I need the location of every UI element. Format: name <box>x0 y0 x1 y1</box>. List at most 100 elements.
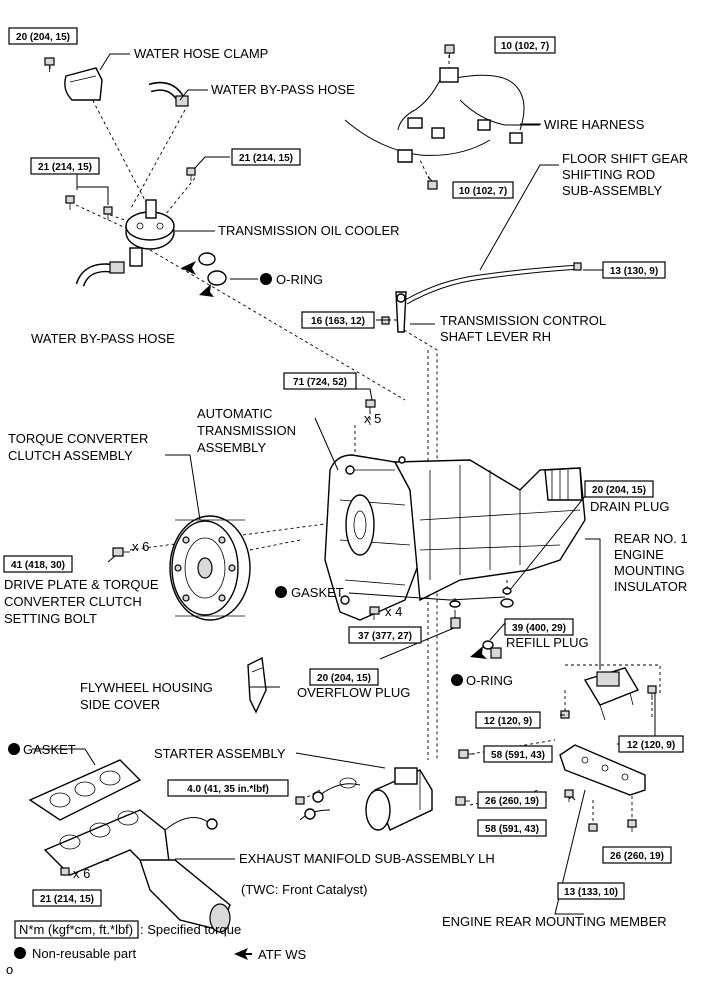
legend-atf-text: ATF WS <box>258 947 306 962</box>
svg-text:26 (260, 19): 26 (260, 19) <box>485 796 539 807</box>
torque-clamp-bolt: 20 (204, 15) <box>8 27 78 45</box>
label-floor-shift-3: SUB-ASSEMBLY <box>562 183 663 198</box>
refill-plug-icon <box>482 640 502 659</box>
svg-text:4.0 (41, 35 in.*lbf): 4.0 (41, 35 in.*lbf) <box>187 784 269 795</box>
label-flywheel-2: SIDE COVER <box>80 697 160 712</box>
label-exhaust-manifold: EXHAUST MANIFOLD SUB-ASSEMBLY LH <box>239 851 495 866</box>
insulator-bolt-right-icon <box>647 685 657 700</box>
legend: N*m (kgf*cm, ft.*lbf) : Specified torque… <box>6 920 306 977</box>
gasket-mid-icon <box>449 600 461 608</box>
atf-arrow-icon <box>234 948 248 960</box>
wire-nut-icon <box>295 796 305 805</box>
torque-harness-bottom: 10 (102, 7) <box>452 181 514 199</box>
label-rear-no1-1: REAR NO. 1 <box>614 531 688 546</box>
non-reusable-dot-icon <box>14 947 26 959</box>
label-transmission-oil-cooler: TRANSMISSION OIL COOLER <box>218 223 400 238</box>
label-gasket-mid: GASKET <box>291 585 344 600</box>
flywheel-side-cover-icon <box>247 656 267 714</box>
leader-lines <box>32 53 656 915</box>
svg-text:41 (418, 30): 41 (418, 30) <box>11 560 65 571</box>
label-starter-assembly: STARTER ASSEMBLY <box>154 746 286 761</box>
automatic-transmission-icon <box>324 454 586 621</box>
svg-text:21 (214, 15): 21 (214, 15) <box>40 894 94 905</box>
torque-trans-bolts-top: 71 (724, 52) <box>283 372 357 390</box>
legend-spec-unit: N*m (kgf*cm, ft.*lbf) <box>19 922 133 937</box>
member-bolt-bottom-icon <box>588 823 598 832</box>
label-water-bypass-hose-bottom: WATER BY-PASS HOSE <box>31 331 175 346</box>
svg-text:21 (214, 15): 21 (214, 15) <box>239 153 293 164</box>
corner-mark: o <box>6 962 13 977</box>
label-x6-top: x 6 <box>132 539 149 554</box>
torque-refill: 39 (400, 29) <box>504 618 574 636</box>
torque-member-bottom: 13 (133, 10) <box>557 882 625 900</box>
member-bolt-right-icon <box>627 819 637 832</box>
label-o-ring-refill: O-RING <box>466 673 513 688</box>
svg-text:16 (163, 12): 16 (163, 12) <box>311 316 365 327</box>
torque-overflow: 20 (204, 15) <box>309 668 379 686</box>
engine-rear-mounting-member-icon <box>559 744 646 796</box>
legend-spec-text: : Specified torque <box>140 922 241 937</box>
label-gasket-exhaust: GASKET <box>23 742 76 757</box>
starter-assembly-icon <box>299 767 433 831</box>
legend-non-reusable-text: Non-reusable part <box>32 946 136 961</box>
label-auto-trans-3: ASSEMBLY <box>197 440 266 455</box>
label-wire-harness: WIRE HARNESS <box>544 117 645 132</box>
svg-text:12 (120, 9): 12 (120, 9) <box>484 716 532 727</box>
wire-harness-icon <box>344 44 540 190</box>
part-labels: WATER HOSE CLAMP WATER BY-PASS HOSE WIRE… <box>4 46 688 929</box>
label-floor-shift-1: FLOOR SHIFT GEAR <box>562 151 688 166</box>
torque-control-lever: 16 (163, 12) <box>301 311 375 329</box>
svg-text:12 (120, 9): 12 (120, 9) <box>627 740 675 751</box>
label-torque-conv-2: CLUTCH ASSEMBLY <box>8 448 133 463</box>
label-drive-plate-2: CONVERTER CLUTCH <box>4 594 142 609</box>
svg-text:13 (133, 10): 13 (133, 10) <box>564 887 618 898</box>
drive-plate-bolt-icon <box>112 547 130 557</box>
label-overflow-plug: OVERFLOW PLUG <box>297 685 410 700</box>
label-twc: (TWC: Front Catalyst) <box>241 882 367 897</box>
cooler-bolt-top-icon <box>186 167 196 181</box>
svg-text:10 (102, 7): 10 (102, 7) <box>501 41 549 52</box>
svg-text:37 (377, 27): 37 (377, 27) <box>358 631 412 642</box>
svg-text:71 (724, 52): 71 (724, 52) <box>293 377 347 388</box>
torque-member-left: 26 (260, 19) <box>477 791 547 809</box>
svg-text:21 (214, 15): 21 (214, 15) <box>38 162 92 173</box>
label-x6-bottom: x 6 <box>73 866 90 881</box>
label-water-bypass-hose-top: WATER BY-PASS HOSE <box>211 82 355 97</box>
label-o-ring-cooler: O-RING <box>276 272 323 287</box>
label-drain-plug: DRAIN PLUG <box>590 499 669 514</box>
torque-wire-nut: 4.0 (41, 35 in.*lbf) <box>167 779 289 797</box>
overflow-plug-icon <box>450 612 461 629</box>
engine-mounting-insulator-icon <box>583 667 640 721</box>
legend-spec-torque: N*m (kgf*cm, ft.*lbf) : Specified torque <box>14 920 241 939</box>
label-rear-no1-3: MOUNTING <box>614 563 685 578</box>
torque-cooler-right: 21 (214, 15) <box>231 148 301 166</box>
label-x5: x 5 <box>364 411 381 426</box>
transmission-bolt-top-icon <box>365 399 376 413</box>
legend-non-reusable: Non-reusable part <box>14 946 136 961</box>
exhaust-nut-icon <box>60 867 70 876</box>
svg-text:13 (130, 9): 13 (130, 9) <box>610 266 658 277</box>
torque-trans-bolts-bottom: 37 (377, 27) <box>348 626 422 644</box>
floor-shift-rod-icon <box>404 262 582 305</box>
water-bypass-hose-top-icon <box>148 81 189 107</box>
torque-insulator-right: 12 (120, 9) <box>618 735 684 753</box>
cooler-bolt-left-icon <box>65 195 75 210</box>
svg-text:10 (102, 7): 10 (102, 7) <box>459 186 507 197</box>
legend-atf: ATF WS <box>234 947 306 962</box>
torque-shift-rod: 13 (130, 9) <box>602 261 666 279</box>
svg-text:26 (260, 19): 26 (260, 19) <box>610 851 664 862</box>
label-drive-plate-3: SETTING BOLT <box>4 611 97 626</box>
label-water-hose-clamp: WATER HOSE CLAMP <box>134 46 268 61</box>
label-x4: x 4 <box>385 604 402 619</box>
torque-converter-icon <box>169 515 251 621</box>
drain-plug-icon <box>500 587 514 608</box>
label-engine-rear-member: ENGINE REAR MOUNTING MEMBER <box>442 914 667 929</box>
torque-member-right: 26 (260, 19) <box>602 846 672 864</box>
non-reusable-dot-icons <box>8 273 463 755</box>
exhaust-gasket-icon <box>28 759 142 821</box>
svg-text:20 (204, 15): 20 (204, 15) <box>317 673 371 684</box>
label-floor-shift-2: SHIFTING ROD <box>562 167 655 182</box>
svg-text:20 (204, 15): 20 (204, 15) <box>592 485 646 496</box>
label-trans-control-2: SHAFT LEVER RH <box>440 329 551 344</box>
torque-starter-bottom: 58 (591, 43) <box>477 819 547 837</box>
